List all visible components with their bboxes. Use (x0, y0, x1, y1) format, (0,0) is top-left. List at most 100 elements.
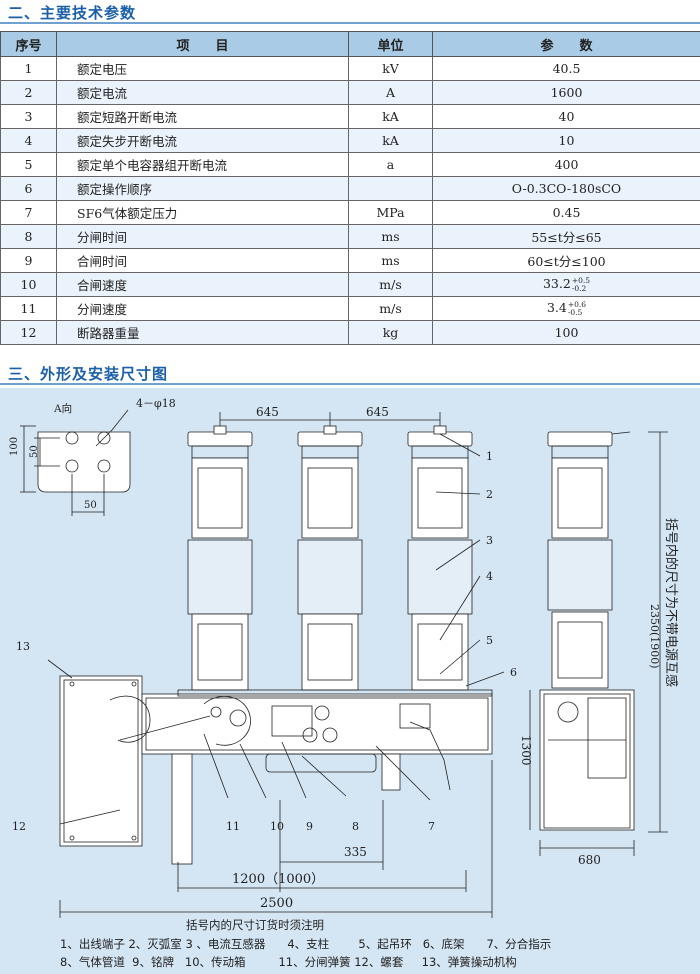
cell-unit-text: A (385, 85, 396, 100)
dimension-drawing: A向 4－φ18 100 50 50 645 645 2350(1900) 括号… (0, 388, 700, 974)
cell-item-text: 合闸时间 (77, 254, 128, 269)
cell-no: 1 (0, 56, 57, 81)
cell-value: 400 (432, 152, 700, 177)
cell-no: 5 (0, 152, 57, 177)
col-header-no: 序号 (0, 31, 57, 57)
cell-unit-text: MPa (376, 205, 405, 220)
cell-item-text: 额定失步开断电流 (77, 134, 178, 149)
cell-item-text: 额定短路开断电流 (77, 110, 178, 125)
callout-9: 9 (306, 820, 313, 833)
cell-no-text: 2 (24, 85, 33, 100)
col-header-unit: 单位 (348, 31, 433, 57)
table-header-row: 序号 项 目 单位 参 数 (0, 31, 700, 57)
cell-unit-text: kg (382, 325, 399, 340)
cell-unit-text: m/s (379, 277, 402, 292)
cell-unit: ms (348, 248, 433, 273)
dim-645-a: 645 (256, 405, 279, 419)
cell-item: 额定单个电容器组开断电流 (56, 152, 349, 177)
callout-3: 3 (486, 534, 493, 547)
cell-unit: kA (348, 104, 433, 129)
cell-unit: m/s (348, 272, 433, 297)
dim-1300: 1300 (519, 735, 533, 766)
section-divider (0, 22, 700, 24)
cell-unit-text: kV (382, 61, 399, 76)
cell-unit-text: m/s (379, 301, 402, 316)
callout-13: 13 (16, 640, 30, 653)
cell-no: 11 (0, 296, 57, 321)
tolerance-upper: +0.6 (567, 299, 587, 309)
pole (187, 425, 253, 691)
table-row: 9 合闸时间 ms 60≤t分≤100 (0, 248, 700, 273)
side-view (539, 431, 635, 831)
cell-no: 12 (0, 320, 57, 345)
pole (407, 425, 473, 691)
cell-value: 60≤t分≤100 (432, 248, 700, 273)
tolerance: +0.6-0.5 (567, 299, 587, 317)
cell-value: 100 (432, 320, 700, 345)
tolerance: +0.5-0.2 (572, 276, 590, 293)
dim-645-b: 645 (366, 405, 389, 419)
cell-no-text: 5 (24, 157, 33, 172)
cell-item-text: 断路器重量 (77, 326, 140, 341)
cell-value: 33.2+0.5-0.2 (432, 272, 700, 297)
cell-item: 合闸时间 (56, 248, 349, 273)
cell-value-text: 60≤t分≤100 (527, 254, 606, 269)
cell-value: 3.4+0.6-0.5 (432, 296, 700, 321)
cell-unit-text: a (386, 157, 395, 172)
cell-no-text: 6 (24, 181, 33, 196)
dim-100: 100 (9, 437, 20, 456)
cell-no: 3 (0, 104, 57, 129)
section-2-header: 二、主要技术参数 (0, 0, 700, 24)
view-label: A向 (53, 402, 72, 415)
side-note: 括号内的尺寸为不带电源互感 (663, 518, 679, 687)
dim-335: 335 (344, 845, 367, 859)
pole (297, 425, 363, 691)
cell-value-text: 40.5 (552, 61, 581, 76)
table-row: 6 额定操作顺序 O-0.3CO-180sCO (0, 176, 700, 201)
dim-2350: 2350(1900) (648, 604, 661, 669)
cell-value-text: 55≤t分≤65 (531, 230, 602, 245)
callout-10: 10 (270, 820, 284, 833)
cell-value-text: 33.2 (542, 276, 571, 292)
cell-no-text: 9 (24, 253, 33, 268)
cell-item-text: 额定操作顺序 (77, 182, 153, 197)
cell-value: 40 (432, 104, 700, 129)
callout-4: 4 (486, 570, 493, 583)
dim-50-h: 50 (84, 500, 97, 511)
cell-value-text: 400 (554, 157, 579, 172)
section-3-title: 三、外形及安装尺寸图 (8, 365, 169, 383)
callout-7: 7 (428, 820, 435, 833)
cell-unit: a (348, 152, 433, 177)
dim-2500: 2500 (260, 896, 293, 911)
cell-no-text: 12 (20, 325, 37, 340)
cell-unit (348, 176, 433, 201)
cell-item: 额定失步开断电流 (56, 128, 349, 153)
tolerance-lower: -0.5 (567, 307, 583, 317)
cell-item: SF6气体额定压力 (56, 200, 349, 225)
cell-item: 分闸时间 (56, 224, 349, 249)
cell-item-text: 额定单个电容器组开断电流 (77, 158, 228, 173)
cell-item-text: 额定电流 (77, 86, 128, 101)
cell-unit: kA (348, 128, 433, 153)
cell-value: O-0.3CO-180sCO (432, 176, 700, 201)
dim-1200: 1200（1000） (232, 872, 324, 887)
col-header-item: 项 目 (56, 31, 349, 57)
cell-value: 1600 (432, 80, 700, 105)
section-3-header: 三、外形及安装尺寸图 (0, 361, 700, 385)
cell-no: 4 (0, 128, 57, 153)
callout-11: 11 (226, 820, 240, 833)
cell-unit-text: ms (381, 229, 400, 244)
cell-no: 2 (0, 80, 57, 105)
dim-680: 680 (578, 853, 601, 867)
cell-item: 额定操作顺序 (56, 176, 349, 201)
cell-value-text: 1600 (550, 85, 583, 100)
cell-no: 6 (0, 176, 57, 201)
callout-5: 5 (486, 634, 493, 647)
